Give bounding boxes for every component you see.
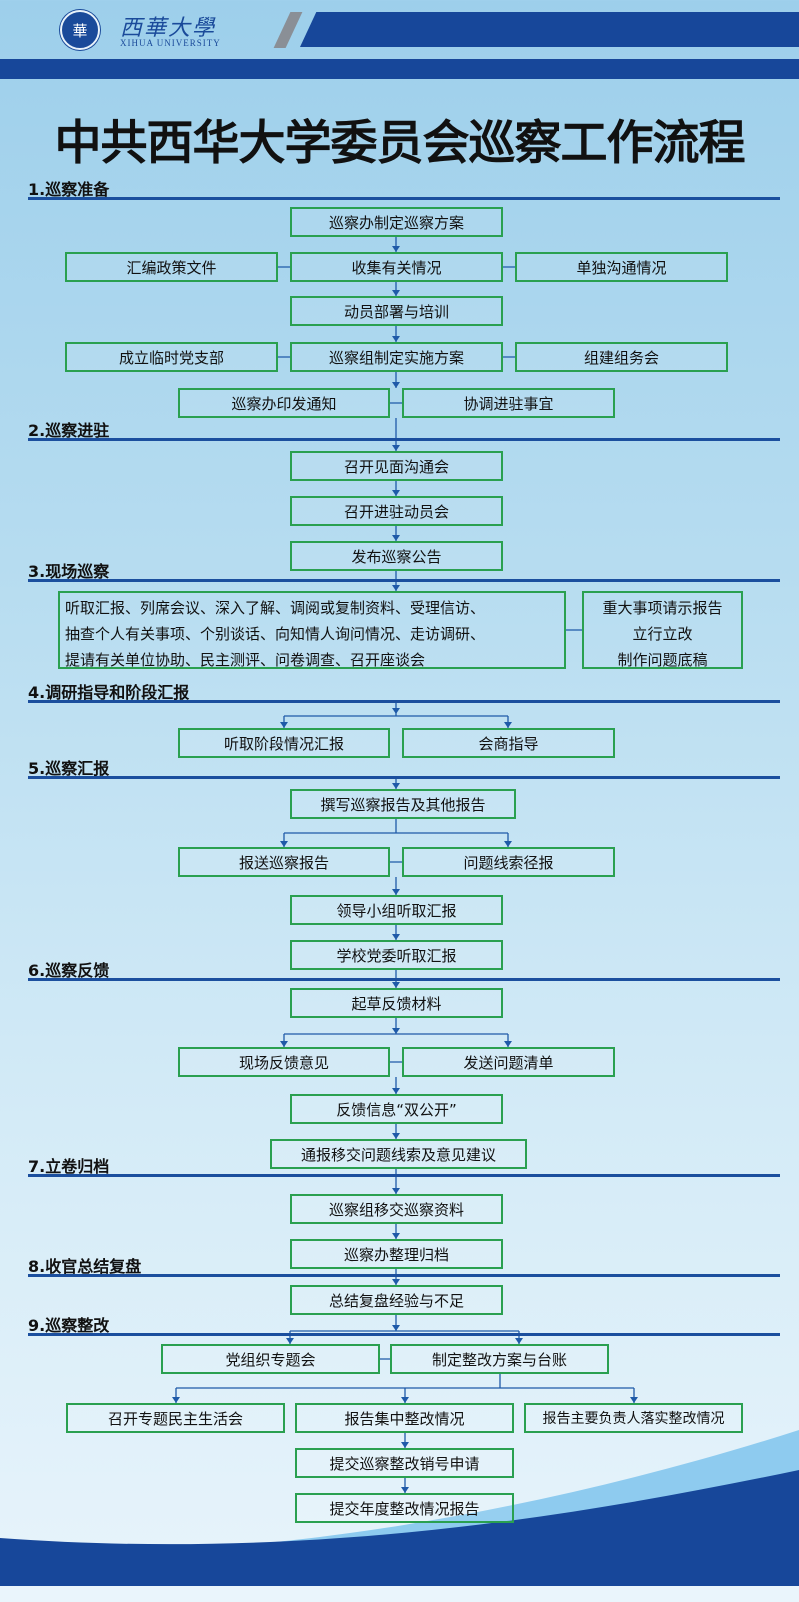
step-box: 问题线索径报 [402,847,615,877]
step-box: 通报移交问题线索及意见建议 [270,1139,527,1169]
section-divider [28,579,780,582]
step-box: 巡察组移交巡察资料 [290,1194,503,1224]
methods-line: 提请有关单位协助、民主测评、问卷调查、召开座谈会 [65,651,426,669]
step-box: 报告集中整改情况 [295,1403,514,1433]
university-name-cn: 西華大學 [120,16,217,41]
step-box: 发布巡察公告 [290,541,503,571]
step-box: 报告主要负责人落实整改情况 [524,1403,743,1433]
major-matters-line: 重大事项请示报告 [602,599,723,617]
step-box: 召开见面沟通会 [290,451,503,481]
step-box: 反馈信息“双公开” [290,1094,503,1124]
section-1-label: 1.巡察准备 [28,180,110,199]
methods-line: 听取汇报、列席会议、深入了解、调阅或复制资料、受理信访、 [65,599,486,617]
step-box: 总结复盘经验与不足 [290,1285,503,1315]
inspection-methods-box: 听取汇报、列席会议、深入了解、调阅或复制资料、受理信访、 抽查个人有关事项、个别… [58,591,566,669]
step-box: 召开进驻动员会 [290,496,503,526]
section-divider [28,197,780,200]
section-7-label: 7.立卷归档 [28,1157,110,1176]
step-box: 报送巡察报告 [178,847,390,877]
section-4-label: 4.调研指导和阶段汇报 [28,683,190,702]
section-divider [28,1174,780,1177]
section-divider [28,978,780,981]
step-box: 动员部署与培训 [290,296,503,326]
section-divider [28,776,780,779]
major-matters-line: 立行立改 [632,625,693,643]
step-box: 提交巡察整改销号申请 [295,1448,514,1478]
step-box: 巡察办整理归档 [290,1239,503,1269]
step-box: 巡察办印发通知 [178,388,390,418]
step-box: 制定整改方案与台账 [390,1344,609,1374]
section-3-label: 3.现场巡察 [28,562,110,581]
step-box: 党组织专题会 [161,1344,380,1374]
university-seal-logo: 華 [60,10,100,50]
header-decor-stripe [0,59,799,79]
step-box: 收集有关情况 [290,252,503,282]
section-6-label: 6.巡察反馈 [28,961,110,980]
section-9-label: 9.巡察整改 [28,1316,110,1335]
step-box: 汇编政策文件 [65,252,278,282]
step-box: 起草反馈材料 [290,988,503,1018]
step-box: 提交年度整改情况报告 [295,1493,514,1523]
step-box: 召开专题民主生活会 [66,1403,285,1433]
methods-line: 抽查个人有关事项、个别谈话、向知情人询问情况、走访调研、 [65,625,486,643]
step-box: 单独沟通情况 [515,252,728,282]
section-divider [28,1274,780,1277]
step-box: 巡察组制定实施方案 [290,342,503,372]
step-box: 成立临时党支部 [65,342,278,372]
step-box: 巡察办制定巡察方案 [290,207,503,237]
step-box: 现场反馈意见 [178,1047,390,1077]
section-8-label: 8.收官总结复盘 [28,1257,142,1276]
bottom-wave-decor [0,1430,799,1602]
step-box: 发送问题清单 [402,1047,615,1077]
section-divider [28,700,780,703]
university-name-en: XIHUA UNIVERSITY [120,38,221,48]
section-divider [28,1333,780,1336]
step-box: 听取阶段情况汇报 [178,728,390,758]
step-box: 组建组务会 [515,342,728,372]
section-2-label: 2.巡察进驻 [28,421,110,440]
step-box: 协调进驻事宜 [402,388,615,418]
step-box: 撰写巡察报告及其他报告 [290,789,516,819]
section-5-label: 5.巡察汇报 [28,759,110,778]
major-matters-line: 制作问题底稿 [617,651,708,669]
step-box: 领导小组听取汇报 [290,895,503,925]
step-box: 会商指导 [402,728,615,758]
step-box: 学校党委听取汇报 [290,940,503,970]
page-title: 中共西华大学委员会巡察工作流程 [54,116,746,171]
section-divider [28,438,780,441]
major-matters-box: 重大事项请示报告 立行立改 制作问题底稿 [582,591,743,669]
